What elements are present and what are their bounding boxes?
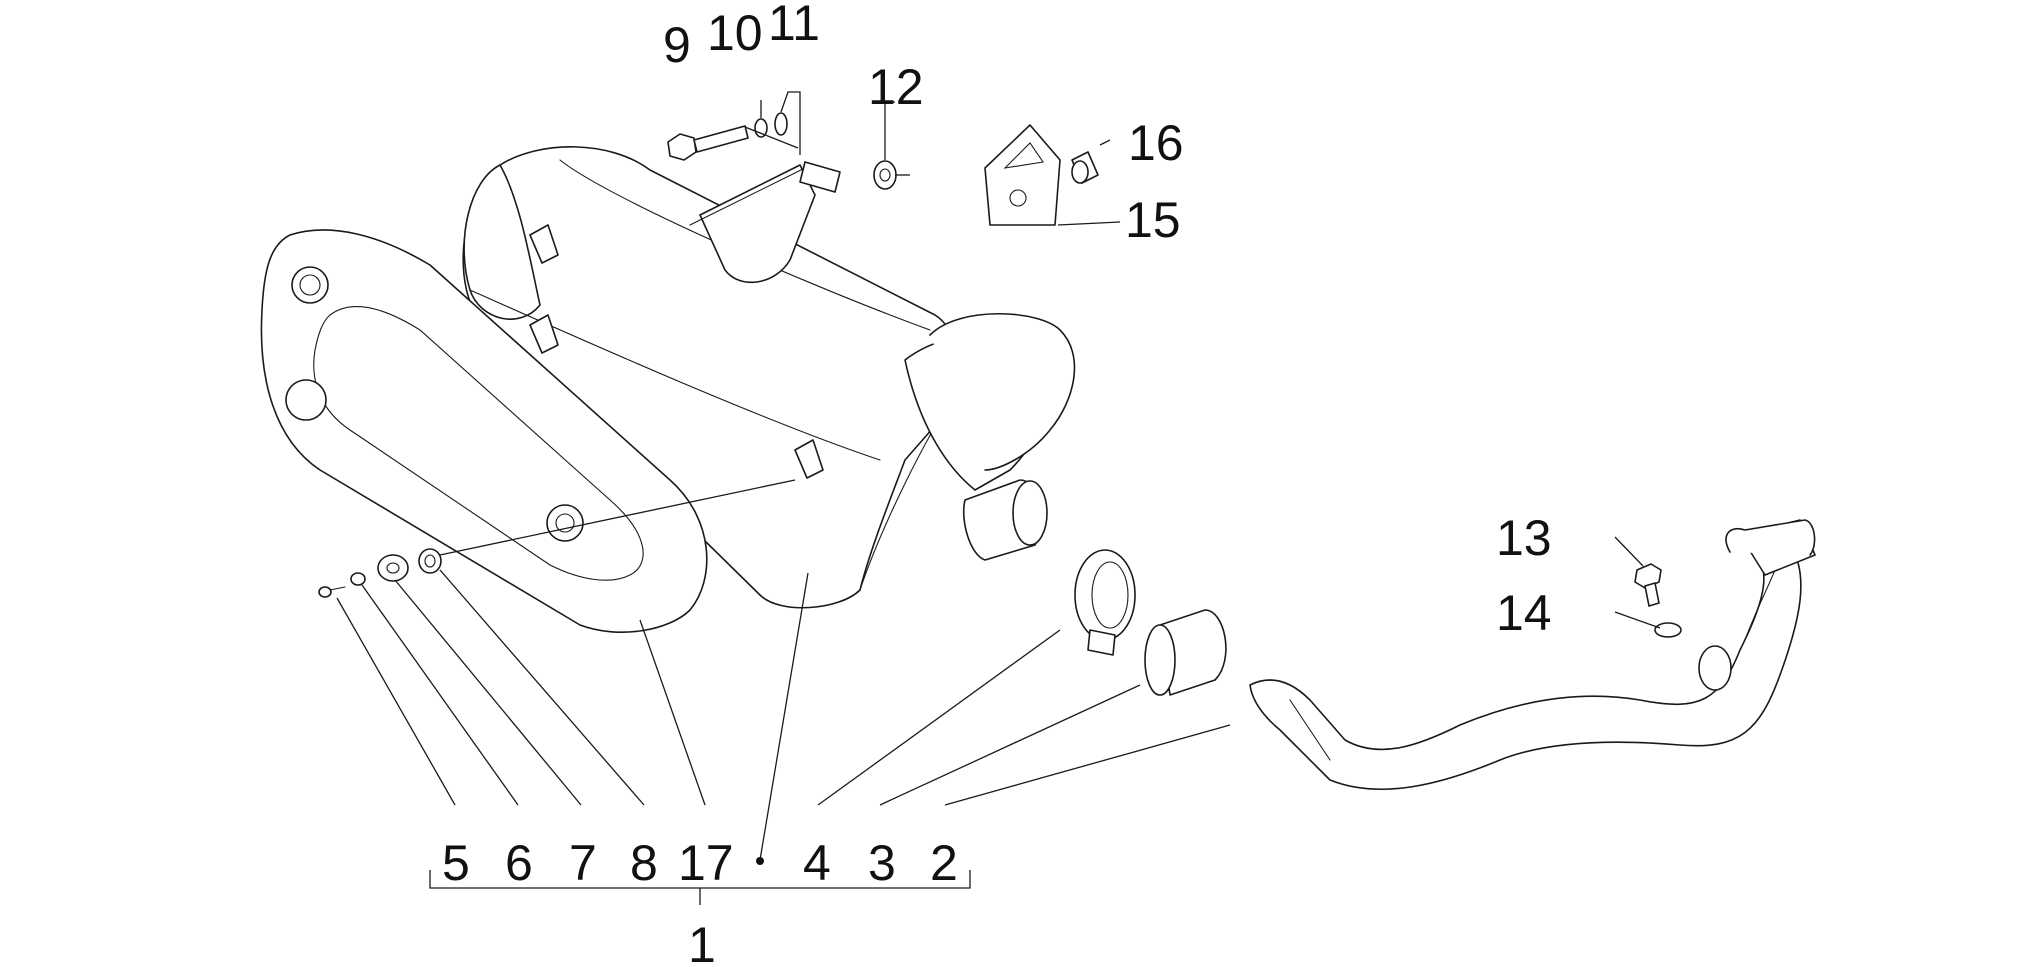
screw-13 bbox=[1634, 563, 1662, 607]
callout-13: 13 bbox=[1496, 510, 1552, 566]
bushing-8 bbox=[418, 548, 442, 574]
washer-11 bbox=[774, 112, 788, 136]
callout-12: 12 bbox=[868, 59, 924, 115]
callout-numbers: 1 2 3 4 5 6 7 8 17 9 10 11 12 13 14 15 1… bbox=[442, 0, 1552, 967]
callout-1: 1 bbox=[688, 917, 716, 967]
muffler-outlet bbox=[962, 479, 1048, 561]
bolt-9 bbox=[667, 125, 749, 161]
heat-shield bbox=[260, 229, 708, 634]
callout-4: 4 bbox=[803, 835, 831, 891]
muffler-bracket bbox=[689, 161, 841, 284]
screw-5 bbox=[318, 586, 346, 598]
bushing-7 bbox=[377, 554, 409, 582]
washer-14 bbox=[1654, 622, 1682, 638]
callout-14: 14 bbox=[1496, 585, 1552, 641]
callout-7: 7 bbox=[569, 835, 597, 891]
reference-dot bbox=[756, 857, 764, 865]
callout-2: 2 bbox=[930, 835, 958, 891]
callout-9: 9 bbox=[663, 17, 691, 73]
exhaust-pipe bbox=[1249, 519, 1816, 790]
spacer-16 bbox=[1071, 151, 1099, 184]
callout-11: 11 bbox=[768, 0, 820, 51]
callout-8: 8 bbox=[630, 835, 658, 891]
callout-10: 10 bbox=[707, 5, 763, 61]
callout-15: 15 bbox=[1125, 192, 1181, 248]
callout-5: 5 bbox=[442, 835, 470, 891]
bracket-15 bbox=[984, 124, 1061, 226]
grommet-12 bbox=[873, 160, 897, 190]
washer-10 bbox=[754, 118, 768, 138]
callout-16: 16 bbox=[1128, 115, 1184, 171]
leader-lines bbox=[336, 91, 1661, 905]
callout-6: 6 bbox=[505, 835, 533, 891]
callout-17: 17 bbox=[678, 835, 734, 891]
callout-3: 3 bbox=[868, 835, 896, 891]
gasket-sleeve bbox=[1144, 609, 1227, 696]
clamp bbox=[1074, 549, 1136, 656]
muffler-body bbox=[462, 146, 1076, 609]
washer-6 bbox=[350, 572, 366, 586]
